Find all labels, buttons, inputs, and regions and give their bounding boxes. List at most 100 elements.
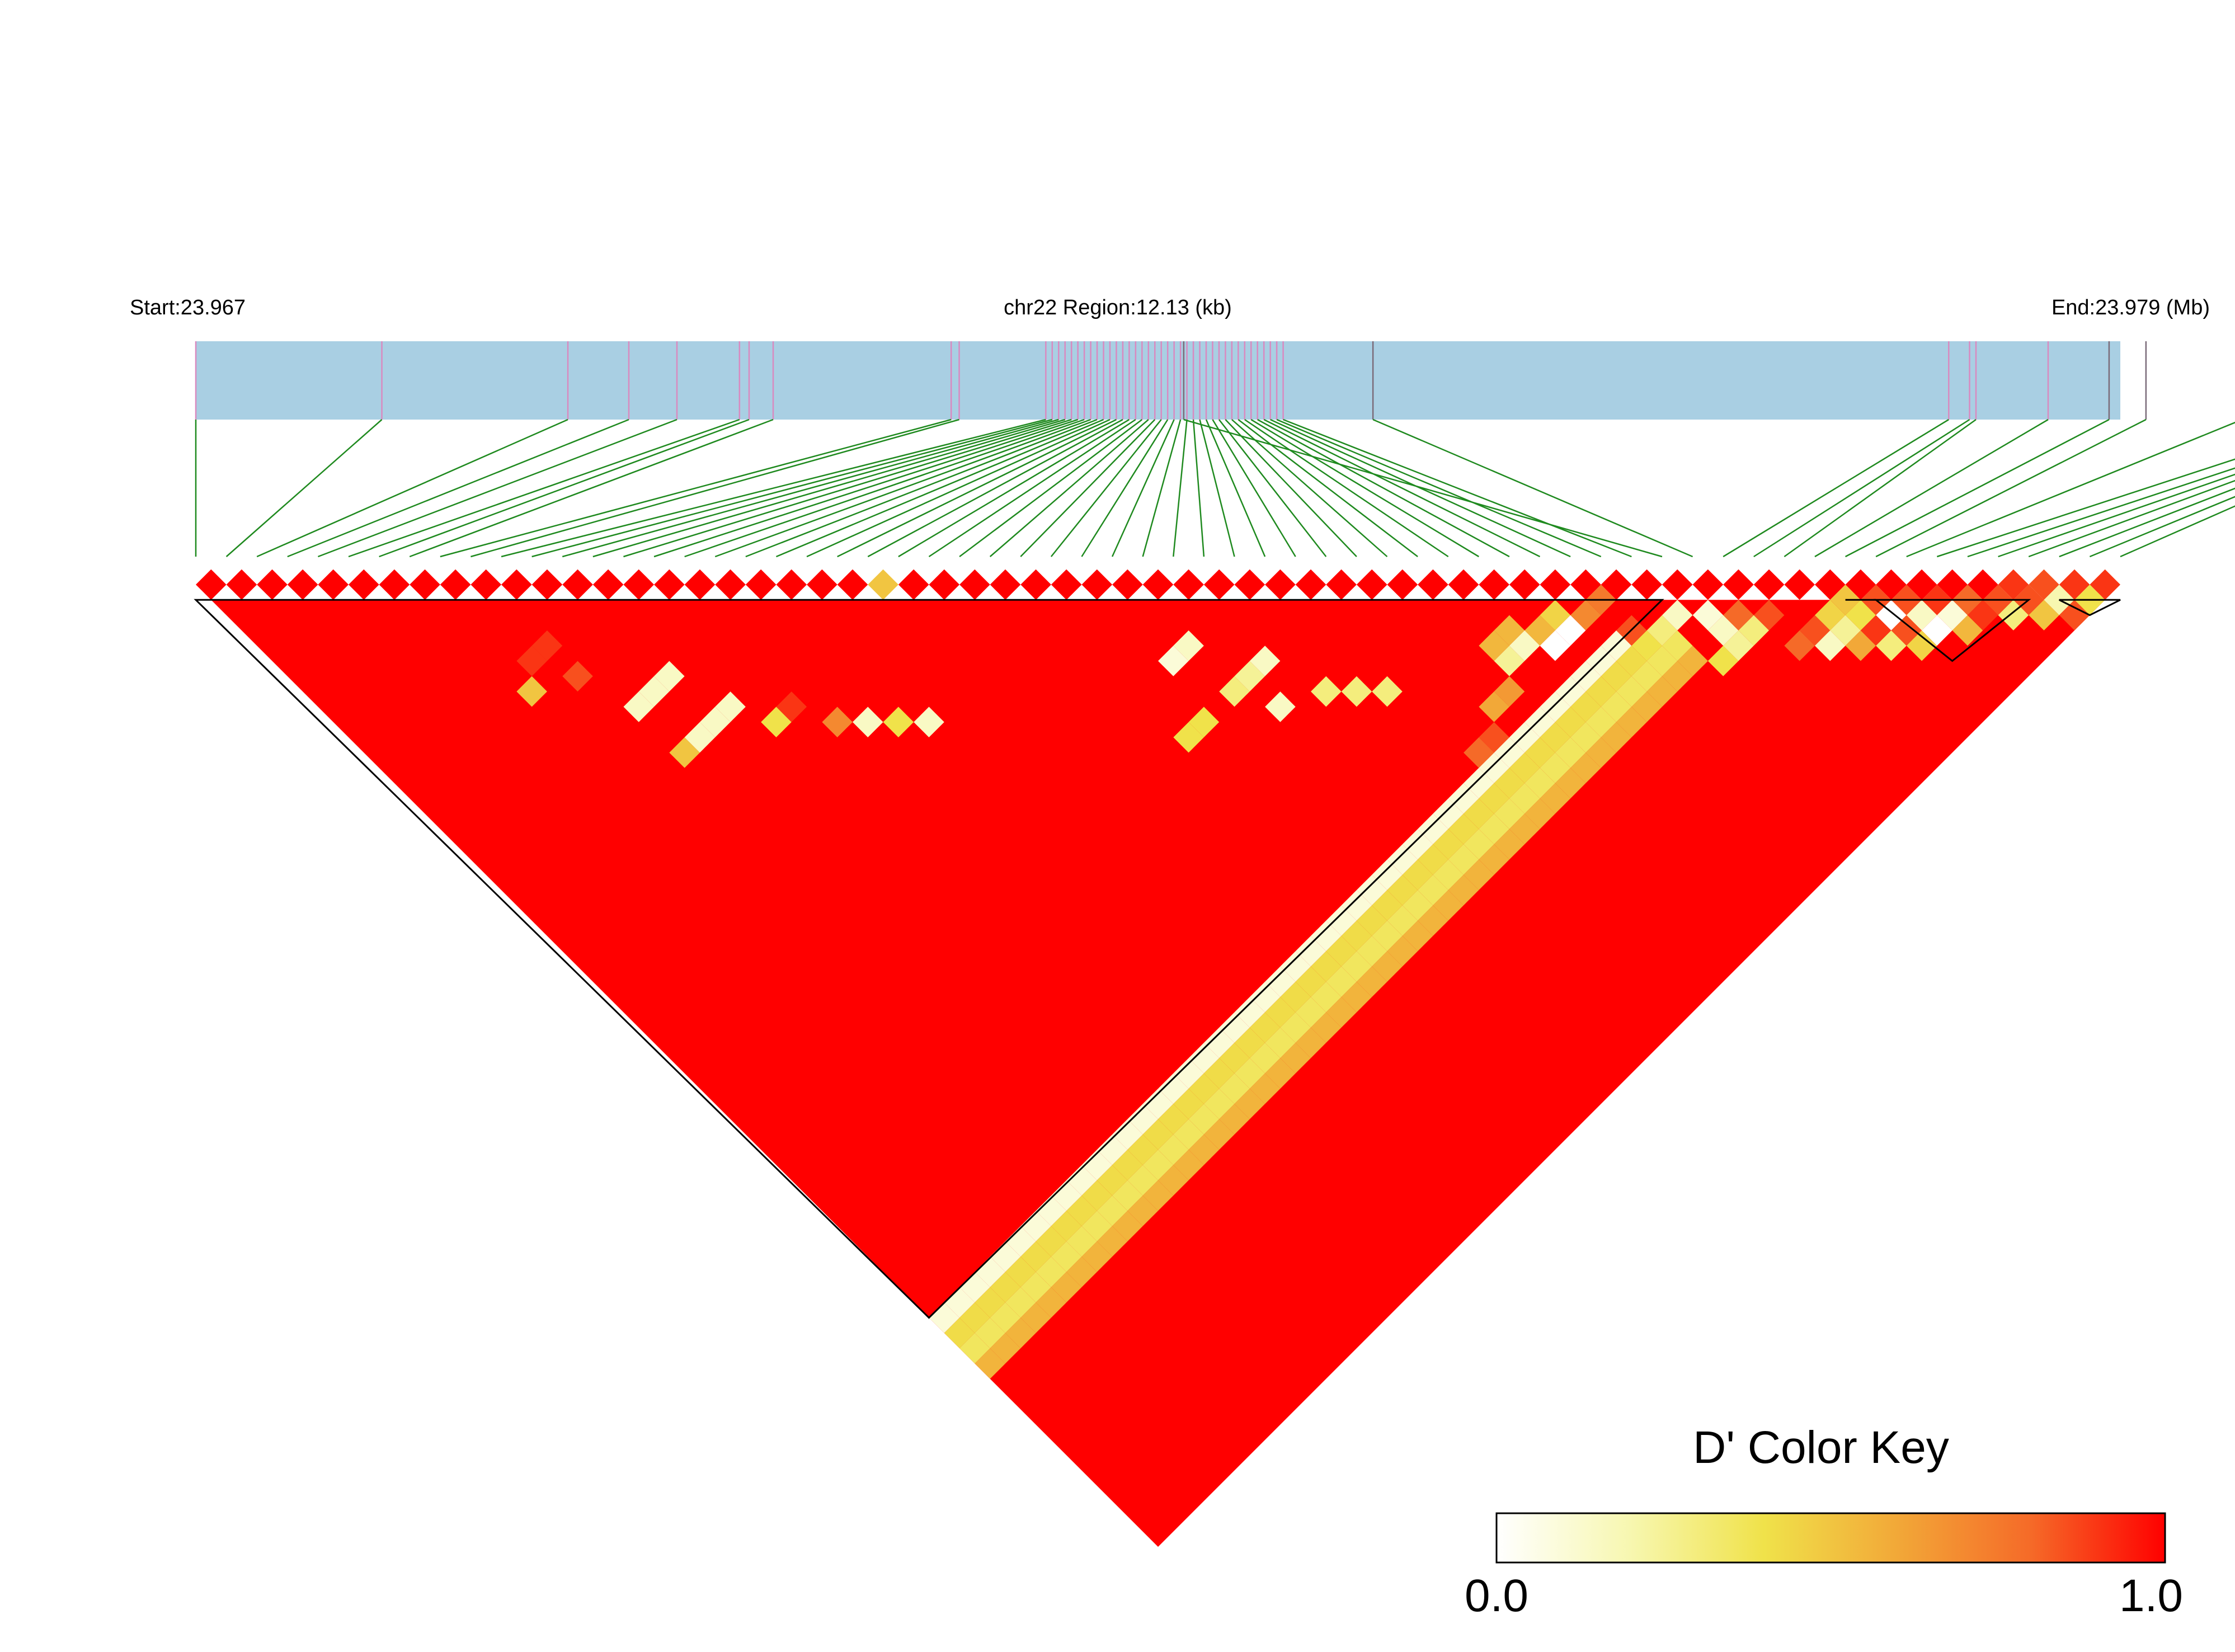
ld-cell [1341,920,1372,952]
ld-cell [1540,783,1571,814]
snp-connector [1111,419,1175,557]
ld-cell [1234,569,1265,600]
ld-cell [1830,585,1861,615]
ld-cell [837,569,868,600]
ld-cell [1906,630,1937,661]
ld-cell [1219,676,1250,707]
ld-cell [1326,997,1357,1028]
ld-cell [975,1287,1005,1318]
snp-connector [1244,418,1449,558]
snp-connector [1263,418,1541,558]
ld-cell [1662,569,1693,600]
ld-cell [1402,859,1433,891]
ld-cell [1830,615,1861,646]
color-key-title: D' Color Key [1693,1422,1949,1473]
ld-cell [1479,569,1509,600]
ld-cell [1540,630,1571,661]
ld-cell [196,569,227,600]
ld-cell [1784,569,1815,600]
ld-cell [1020,1211,1051,1241]
snp-connector [440,418,952,558]
ld-cell [562,569,593,600]
ld-cell [1814,569,1846,600]
ld-background [211,600,2105,1547]
ld-cell [1448,783,1479,814]
ld-cell [1707,615,1739,646]
ld-cell [1662,630,1693,661]
ld-cell [1249,1073,1281,1104]
ld-cell [1570,569,1601,600]
snp-connector [470,418,959,558]
ld-cell [1494,676,1525,707]
ld-cell [1952,615,1983,646]
ld-cell [959,569,990,600]
ld-cell [1845,600,1876,630]
ld-cell [1509,722,1540,753]
snp-connector [989,419,1149,557]
snp-connector [531,418,1053,558]
snp-connector [256,418,568,558]
ld-cell [1234,661,1265,692]
snp-connector [1257,418,1510,558]
snp-connector [653,418,1079,558]
color-key-max-label: 1.0 [2119,1570,2183,1621]
snp-connector [1205,419,1266,557]
ld-cell [1723,600,1754,630]
ld-cell [1646,646,1678,676]
ld-cell [1203,1119,1235,1150]
snp-connector [1231,419,1388,557]
ld-cell [1234,1027,1265,1058]
ld-cell [1097,1226,1128,1257]
ld-cell [1142,1088,1174,1119]
snp-connector [1276,418,1602,558]
ld-cell [1112,1180,1143,1211]
snp-connector [867,418,1123,558]
ld-cell [1402,890,1433,921]
ld-cell [1188,1073,1220,1104]
ld-cell [1341,951,1372,982]
ld-cell [1601,569,1632,600]
snp-connector [2120,505,2235,558]
ld-cell [1051,569,1082,600]
ld-cell [944,1317,975,1349]
ld-cell [1646,615,1678,646]
ld-cell [1173,569,1204,600]
ld-cell [1753,569,1785,600]
ld-cell [1295,569,1326,600]
ld-cell [1173,630,1204,661]
ld-cell [1433,798,1464,829]
ld-cell [975,1348,1005,1379]
ld-cell [531,630,563,661]
ld-cell [1295,935,1326,967]
ld-cell [1662,600,1693,630]
ld-cell [1494,737,1525,768]
ld-cell [1387,874,1418,906]
ld-cell [1524,798,1555,829]
haplotype-block [194,599,1664,1319]
snp-connector [1967,467,2235,558]
ld-cell [1540,752,1571,783]
ld-cell [1142,1119,1174,1150]
ld-cell [1219,1073,1250,1104]
ld-cell [592,569,624,600]
snp-connector [623,418,1072,558]
ld-cell [1723,569,1754,600]
ld-cell [2059,600,2090,630]
snp-connector [1250,418,1479,558]
ld-cell [1555,768,1586,799]
ld-cell [1020,1241,1051,1272]
snp-connector [1192,419,1205,557]
ld-cell [1326,966,1357,997]
haplotype-block [2059,599,2121,616]
ld-cell [1127,1134,1158,1165]
ld-cell [715,691,746,722]
snp-connector [959,419,1143,557]
ld-cell [990,1302,1021,1333]
haplotype-block-outlines [194,599,2121,1319]
snp-connector [562,418,1059,558]
ld-cell [745,569,777,600]
ld-cell [1448,844,1479,875]
ld-cell [623,569,655,600]
snp-connector [1020,419,1156,557]
